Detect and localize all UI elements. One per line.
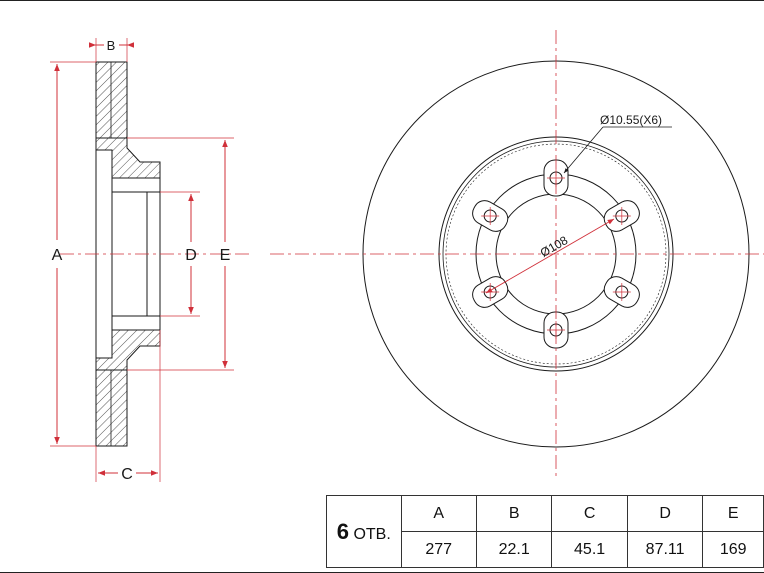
holes-count: 6 [336,518,349,544]
hat-section-top [95,137,161,179]
bolt-hole-callout: Ø10.55(X6) [600,113,662,127]
header-a: A [400,495,477,532]
holes-label: ОТВ. [353,525,391,543]
dim-label-a: A [52,247,63,264]
rotor-band-bottom [95,369,128,447]
bolt-hole-centermark [612,283,631,301]
value-b: 22.1 [475,531,553,568]
header-b: B [475,495,553,532]
dim-label-d: D [185,247,197,264]
spec-table: 6 ОТВ. A B C D E 277 22.1 45.1 87.11 169 [326,495,764,568]
header-e: E [702,495,764,532]
rotor-band-top [95,61,128,139]
value-d: 87.11 [626,531,704,568]
dim-label-b: B [107,38,116,53]
bolt-hole-centermark [612,207,631,225]
hat-section-bottom [95,329,161,371]
dim-label-e: E [220,247,231,264]
header-c: C [551,495,628,532]
holes-cell: 6 ОТВ. [326,495,402,568]
dim-label-c: C [121,466,133,483]
value-c: 45.1 [551,531,628,568]
header-d: D [626,495,704,532]
section-view: A B C D E [50,38,250,483]
value-e: 169 [702,531,764,568]
value-a: 277 [400,531,477,568]
